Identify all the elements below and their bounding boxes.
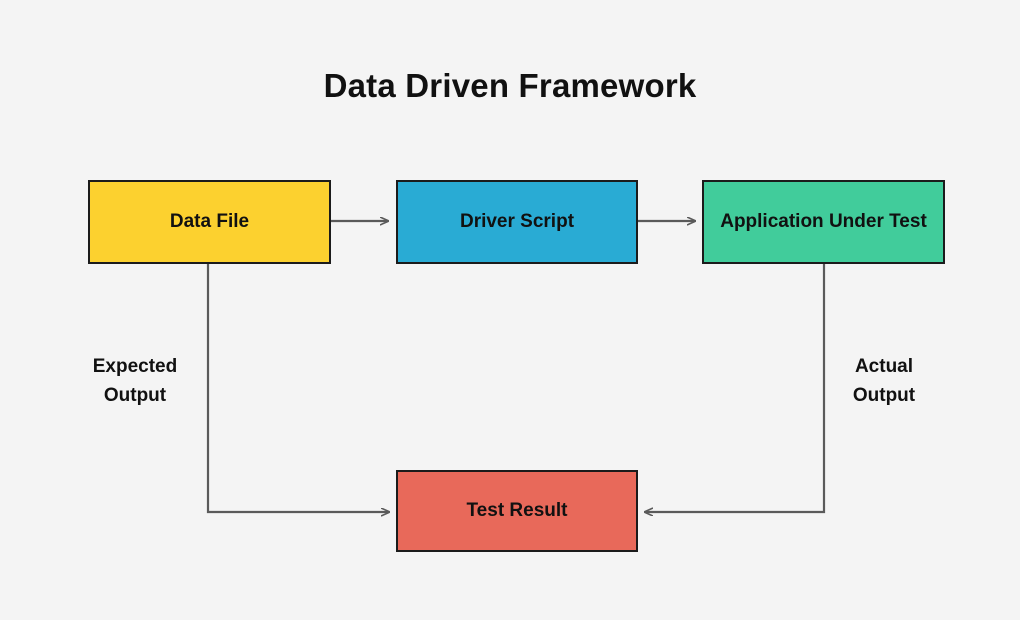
arrow-path [206,264,389,512]
edge-label-expected-output: Expected Output [92,356,178,406]
node-test-result-label: Test Result [466,500,568,522]
node-data-file[interactable]: Data File [88,180,331,264]
arrow-path [645,264,826,512]
node-driver-script[interactable]: Driver Script [396,180,638,264]
edge-label-actual-output: Actual Output [852,356,916,406]
edge-data-file-to-test-result [206,264,389,512]
node-application-under-test-label: Application Under Test [720,211,927,233]
edge-application-under-test-to-test-result [645,264,826,512]
page-title: Data Driven Framework [323,67,697,104]
node-driver-script-label: Driver Script [459,211,575,233]
node-test-result[interactable]: Test Result [396,470,638,552]
node-application-under-test[interactable]: Application Under Test [702,180,945,264]
node-data-file-label: Data File [169,211,250,233]
